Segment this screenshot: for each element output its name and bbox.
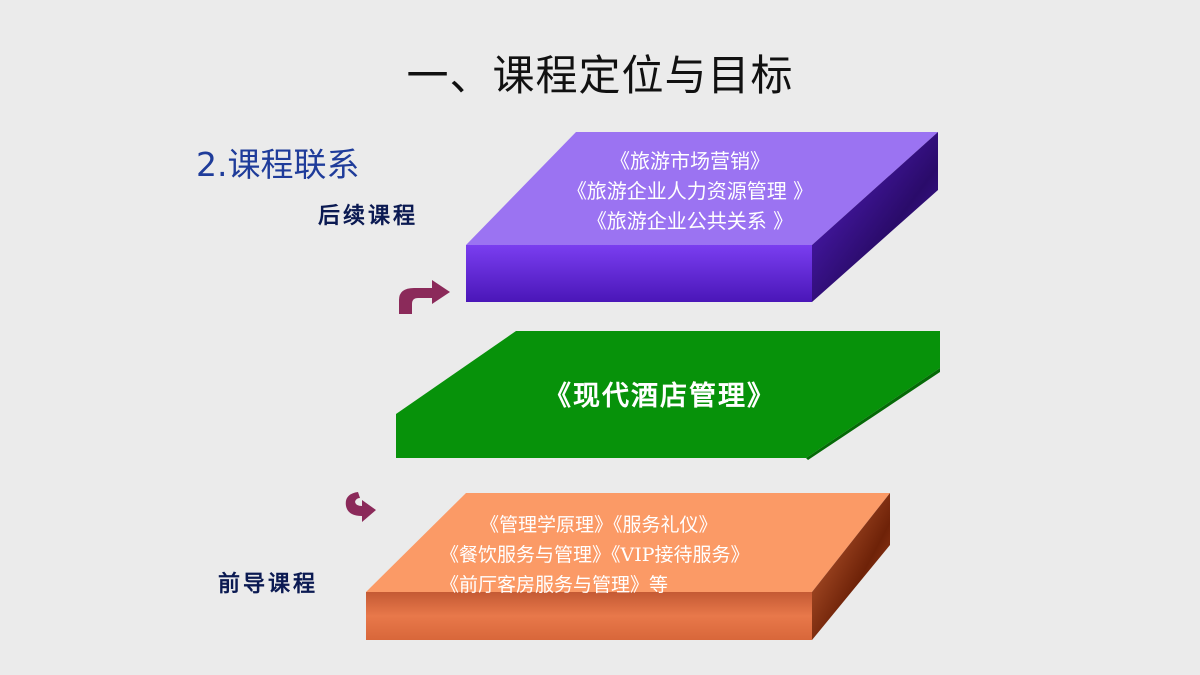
prior-slab-front xyxy=(366,592,812,640)
later-course-item: 《旅游市场营销》 xyxy=(610,149,770,173)
later-slab-front xyxy=(466,245,812,302)
current-slab-shadow xyxy=(806,368,940,460)
later-courses-slab xyxy=(466,132,938,302)
current-course-text: 《现代酒店管理》 xyxy=(544,381,776,412)
later-courses-label: 后续课程 xyxy=(318,203,419,229)
curved-arrow-down-icon xyxy=(345,492,376,522)
prior-course-item: 《管理学原理》《服务礼仪》 xyxy=(480,514,718,536)
current-slab-top xyxy=(396,331,940,458)
prior-slab-top xyxy=(366,493,890,592)
prior-courses-list: 《管理学原理》《服务礼仪》 《餐饮服务与管理》《VIP接待服务》 《前厅客房服务… xyxy=(400,510,870,600)
section-subtitle: 2.课程联系 xyxy=(196,145,360,184)
prior-slab-side xyxy=(812,493,890,640)
later-slab-top xyxy=(466,132,938,245)
prior-course-item: 《餐饮服务与管理》《VIP接待服务》 xyxy=(440,544,750,566)
page-title: 一、课程定位与目标 xyxy=(406,51,794,100)
later-slab-side xyxy=(812,132,938,302)
later-course-item: 《旅游企业公共关系 》 xyxy=(586,209,794,233)
later-courses-list: 《旅游市场营销》 《旅游企业人力资源管理 》 《旅游企业公共关系 》 xyxy=(500,146,880,236)
later-course-item: 《旅游企业人力资源管理 》 xyxy=(566,179,814,203)
prior-courses-slab xyxy=(366,493,890,640)
current-course-slab xyxy=(396,331,940,460)
prior-course-item: 《前厅客房服务与管理》等 xyxy=(440,574,669,596)
curved-arrow-right-icon xyxy=(399,280,450,314)
prior-courses-label: 前导课程 xyxy=(218,571,319,597)
